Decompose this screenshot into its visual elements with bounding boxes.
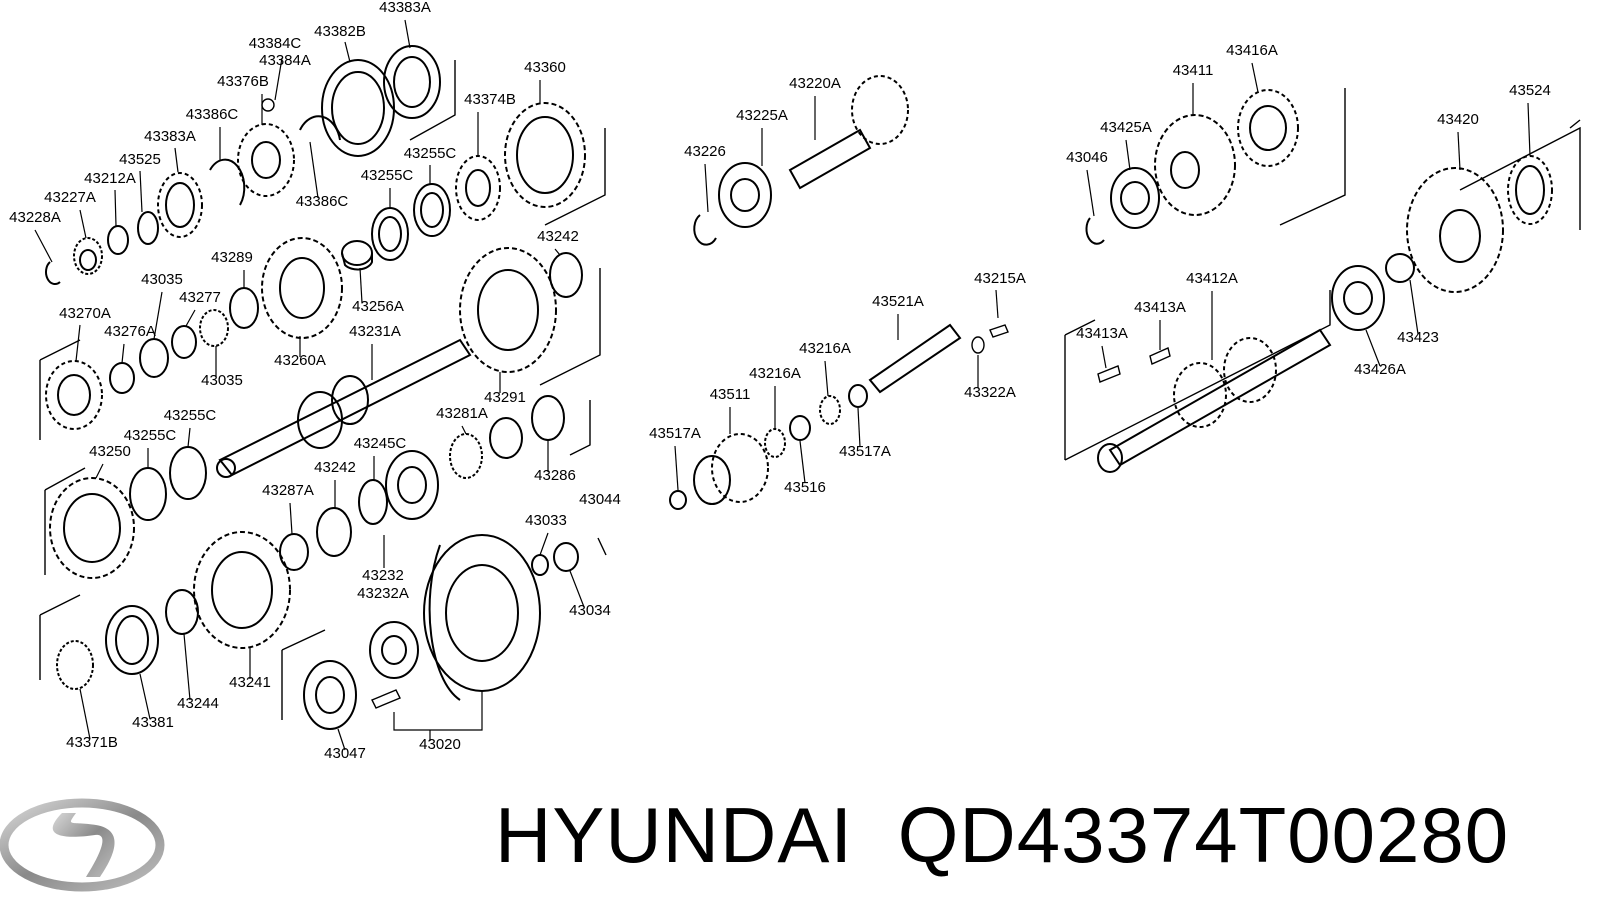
- part-callout-43517a: 43517A: [839, 443, 891, 460]
- part-callout-43255c: 43255C: [404, 145, 457, 162]
- part-callout-43386c: 43386C: [296, 193, 349, 210]
- part-callout-43412a: 43412A: [1186, 270, 1238, 287]
- part-callout-43244: 43244: [177, 695, 219, 712]
- part-callout-43035: 43035: [201, 372, 243, 389]
- part-callout-43411: 43411: [1173, 62, 1214, 79]
- part-callout-43413a: 43413A: [1134, 299, 1186, 316]
- part-callout-43242: 43242: [314, 459, 356, 476]
- part-callout-43425a: 43425A: [1100, 119, 1152, 136]
- part-callout-43383a: 43383A: [144, 128, 196, 145]
- part-callout-43525: 43525: [119, 151, 161, 168]
- part-callout-43511: 43511: [710, 386, 751, 403]
- part-callout-43046: 43046: [1066, 149, 1108, 166]
- part-callout-43384c: 43384C: [249, 35, 302, 52]
- part-callout-43047: 43047: [324, 745, 366, 762]
- part-callout-43034: 43034: [569, 602, 611, 619]
- part-callout-43255c: 43255C: [361, 167, 414, 184]
- part-callout-43376b: 43376B: [217, 73, 269, 90]
- part-callout-43232a: 43232A: [357, 585, 409, 602]
- part-callout-43374b: 43374B: [464, 91, 516, 108]
- part-callout-43289: 43289: [211, 249, 253, 266]
- part-callout-43360: 43360: [524, 59, 566, 76]
- part-callout-43035: 43035: [141, 271, 183, 288]
- part-callout-43227a: 43227A: [44, 189, 96, 206]
- left-assembly-drawing: [34, 19, 607, 751]
- part-callout-43255c: 43255C: [164, 407, 217, 424]
- part-callout-43426a: 43426A: [1354, 361, 1406, 378]
- part-callout-43250: 43250: [89, 443, 131, 460]
- part-callout-43260a: 43260A: [274, 352, 326, 369]
- part-callout-43386c: 43386C: [186, 106, 239, 123]
- part-callout-43270a: 43270A: [59, 305, 111, 322]
- part-callout-43020: 43020: [419, 736, 461, 753]
- part-callout-43322a: 43322A: [964, 384, 1016, 401]
- part-callout-43524: 43524: [1509, 82, 1551, 99]
- part-callout-43383a: 43383A: [379, 0, 431, 16]
- part-callout-43281a: 43281A: [436, 405, 488, 422]
- part-callout-43384a: 43384A: [259, 52, 311, 69]
- part-callout-43228a: 43228A: [9, 209, 61, 226]
- part-callout-43416a: 43416A: [1226, 42, 1278, 59]
- part-callout-43420: 43420: [1437, 111, 1479, 128]
- part-callout-43245c: 43245C: [354, 435, 407, 452]
- right-assembly-drawing: [1064, 62, 1581, 473]
- part-callout-43287a: 43287A: [262, 482, 314, 499]
- part-number: QD43374T00280: [897, 791, 1510, 879]
- part-callout-43276a: 43276A: [104, 323, 156, 340]
- part-callout-43382b: 43382B: [314, 23, 366, 40]
- part-callout-43277: 43277: [179, 289, 221, 306]
- part-callout-43212a: 43212A: [84, 170, 136, 187]
- part-callout-43044: 43044: [579, 491, 621, 508]
- part-callout-43033: 43033: [525, 512, 567, 529]
- part-callout-43242: 43242: [537, 228, 579, 245]
- part-callout-43220a: 43220A: [789, 75, 841, 92]
- part-callout-43216a: 43216A: [799, 340, 851, 357]
- part-callout-43521a: 43521A: [872, 293, 924, 310]
- part-callout-43423: 43423: [1397, 329, 1439, 346]
- part-callout-43413a: 43413A: [1076, 325, 1128, 342]
- part-callout-43226: 43226: [684, 143, 726, 160]
- part-callout-43216a: 43216A: [749, 365, 801, 382]
- part-callout-43291: 43291: [484, 389, 526, 406]
- hyundai-logo-icon: [0, 798, 165, 892]
- part-callout-43231a: 43231A: [349, 323, 401, 340]
- part-callout-43215a: 43215A: [974, 270, 1026, 287]
- middle-assembly-drawing: [669, 75, 1009, 510]
- part-callout-43225a: 43225A: [736, 107, 788, 124]
- part-callout-43371b: 43371B: [66, 734, 118, 751]
- part-callout-43232: 43232: [362, 567, 404, 584]
- part-callout-43516: 43516: [784, 479, 826, 496]
- part-callout-43381: 43381: [132, 714, 174, 731]
- brand-name: HYUNDAI: [495, 791, 854, 879]
- part-callout-43241: 43241: [229, 674, 271, 691]
- part-callout-43286: 43286: [534, 467, 576, 484]
- part-callout-43517a: 43517A: [649, 425, 701, 442]
- part-callout-43256a: 43256A: [352, 298, 404, 315]
- part-callout-43255c: 43255C: [124, 427, 177, 444]
- brand-part-number: HYUNDAI QD43374T00280: [495, 790, 1509, 881]
